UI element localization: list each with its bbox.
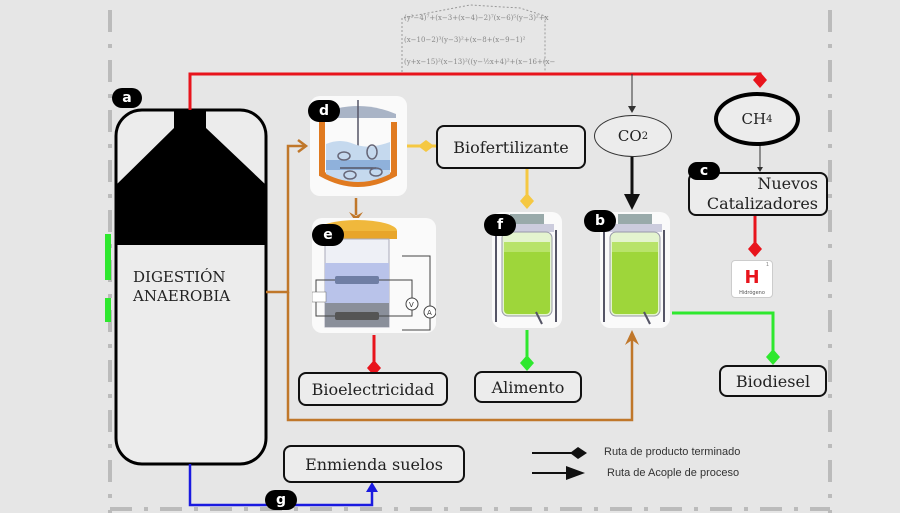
green-diamond [520,355,534,371]
orange-route-to-d [266,144,305,294]
red-diamond [753,72,767,88]
digestor-label: DIGESTIÓN ANAEROBIA [133,268,230,306]
photobioreactor-icon [495,214,557,325]
red-diamond [748,241,762,257]
formula-line-1: (y²−4)⁷+(x−3+(x−4)−2)⁷(x−6)⁵(y−3)²+x [404,14,549,22]
badge-b: b [584,210,616,232]
biodiesel-box[interactable]: Biodiesel [719,365,827,397]
svg-text:V: V [409,301,414,309]
arrow-head [349,212,363,222]
digestor-label-line1: DIGESTIÓN [133,268,226,286]
arrow-head [628,106,636,113]
biofertilizer-box[interactable]: Biofertilizante [436,125,586,169]
legend-process-coupling: Ruta de Acople de proceso [607,467,740,479]
badge-g: g [265,490,297,510]
arrow-head [757,167,763,172]
legend-diamond [570,447,587,459]
orange-route-to-b [286,292,634,422]
svg-text:A: A [427,309,432,317]
arrow-head [625,330,639,345]
hydrogen-tile[interactable]: 1 H Hidrógeno [731,260,773,298]
red-route-biogas [188,72,762,110]
green-mark [105,298,111,322]
catalysts-label-line2: Catalizadores [706,194,818,213]
photobioreactor-b-card[interactable] [600,212,670,328]
green-route-b-to-biodiesel [672,311,775,355]
legend-arrow [566,466,585,480]
ch4-subscript: 4 [766,113,773,125]
arrow-head [297,139,309,153]
badge-d: d [308,100,340,122]
arrow-head [624,194,640,210]
hydrogen-number: 1 [765,262,769,268]
green-mark [105,234,111,280]
formula-frame [401,4,546,72]
digestor-label-line2: ANAEROBIA [133,287,231,305]
formula-line-3: (y+x−15)²(x−13)²((y−½x+4)²+(x−16+(x− [404,58,556,66]
co2-label: CO [617,127,642,145]
hydrogen-name: Hidrógeno [739,290,765,296]
yellow-diamond [418,140,434,152]
digestor-headspace [116,110,266,245]
badge-e: e [312,224,344,246]
badge-c: c [688,162,720,180]
formula-line-2: (x−10−2)³(y−3)²+(x−8+(x−9−1)² [404,36,526,44]
reactor-icon [319,100,397,187]
yellow-diamond [520,193,534,209]
badge-f: f [484,214,516,236]
food-box[interactable]: Alimento [474,371,582,403]
badge-a: a [112,88,142,108]
soil-amendment-box[interactable]: Enmienda suelos [283,445,465,483]
photobioreactor-icon [603,214,665,325]
reactor-d-card[interactable] [310,96,407,196]
ch4-label: CH [741,110,767,128]
co2-subscript: 2 [641,130,649,142]
hydrogen-symbol: H [744,267,760,288]
legend-finished-product: Ruta de producto terminado [604,446,741,458]
green-diamond [766,349,780,365]
bioelectricity-box[interactable]: Bioelectricidad [298,372,448,406]
photobioreactor-f-card[interactable] [492,212,562,328]
arrow-head [366,482,378,492]
catalysts-label-line1: Nuevos [757,174,818,193]
